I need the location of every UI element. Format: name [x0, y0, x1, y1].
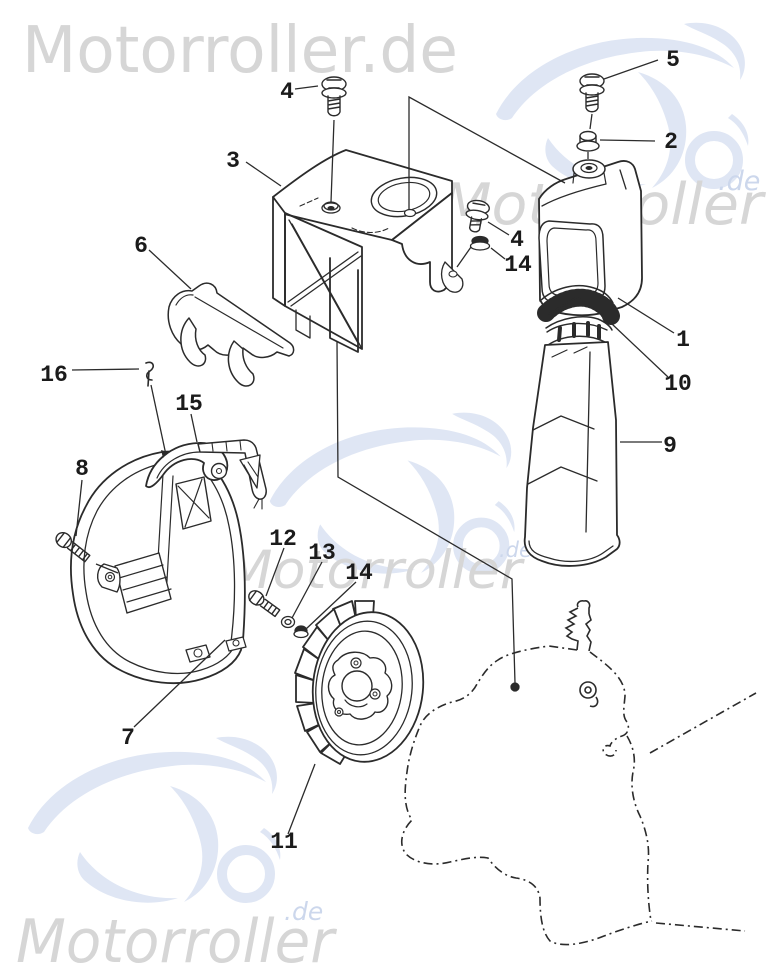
leader-15: [190, 413, 198, 443]
watermark-bottom-de: .de: [284, 897, 323, 926]
part-upper-duct: [538, 159, 643, 317]
scooter-watermark-middle: [269, 412, 515, 574]
callout-16: 16: [40, 362, 68, 388]
part-nut-2: [576, 130, 600, 152]
leader-7: [133, 639, 226, 728]
callout-13: 13: [308, 540, 336, 566]
callout-3: 3: [226, 148, 240, 174]
callout-12: 12: [269, 526, 297, 552]
callout-2: 2: [664, 129, 678, 155]
leader-13: [291, 561, 323, 619]
callout-1: 1: [676, 327, 690, 353]
part-washer-13: [280, 615, 296, 629]
leader-3: [245, 161, 282, 187]
part-nut-14-bottom: [293, 625, 309, 639]
leader-8: [75, 479, 119, 574]
part-corrugated-ring: [537, 284, 620, 346]
part-screw-5: [579, 73, 605, 113]
part-screw-4-right: [465, 199, 490, 233]
callout-5: 5: [666, 47, 680, 73]
scooter-watermark-top-right: [496, 22, 749, 189]
callout-4-top: 4: [280, 79, 294, 105]
part-clip: [145, 361, 155, 387]
part-bracket: [167, 282, 295, 387]
spark-plug: [564, 600, 592, 652]
engine-outline: [400, 600, 757, 946]
leader-14-bottom: [305, 581, 357, 630]
part-lower-duct: [523, 341, 621, 567]
callout-6: 6: [134, 233, 148, 259]
callout-labels: 4 5 2 3 6 4 14 1 10 9 16 15 8 12 13 14 7…: [40, 47, 692, 855]
leader-14-right: [456, 246, 506, 268]
part-fan-cover: [70, 450, 247, 684]
callout-14-bottom: 14: [345, 560, 373, 586]
engine-bolt-hole: [510, 682, 520, 692]
part-cylinder-shroud: [272, 149, 464, 353]
leader-v-shroud-duct: [408, 95, 566, 210]
leader-12: [265, 547, 285, 597]
callout-7: 7: [121, 725, 135, 751]
part-bolt-8: [55, 531, 91, 563]
leader-1: [617, 297, 675, 334]
callout-9: 9: [663, 433, 677, 459]
callout-11: 11: [270, 829, 298, 855]
callout-10: 10: [664, 371, 692, 397]
leader-2: [587, 139, 656, 159]
part-bolt-12: [248, 590, 281, 618]
callout-4-right: 4: [510, 227, 524, 253]
part-screw-4-top: [321, 76, 347, 117]
watermark-top: Motorroller.de: [22, 14, 458, 88]
leader-11: [287, 763, 316, 835]
leader-lines: [71, 59, 675, 835]
leader-engine: [336, 341, 516, 684]
scooter-watermark-bottom-left: [28, 736, 281, 903]
callout-14-right: 14: [504, 252, 532, 278]
watermark-bottom: Motorroller: [16, 907, 337, 969]
part-cover-bracket: [145, 439, 267, 510]
hole-4-top: [323, 201, 339, 211]
leader-4-top: [294, 85, 335, 203]
watermark-right-de: .de: [718, 166, 760, 197]
parts-layer: [55, 73, 643, 765]
leader-5: [589, 59, 659, 130]
leader-4-right: [487, 221, 510, 236]
callout-8: 8: [75, 456, 89, 482]
callout-15: 15: [175, 391, 203, 417]
leader-6: [148, 249, 192, 290]
part-flywheel-fan: [294, 600, 425, 765]
part-nut-14-right: [469, 235, 491, 251]
leader-10: [611, 323, 669, 378]
leader-16: [71, 368, 167, 456]
